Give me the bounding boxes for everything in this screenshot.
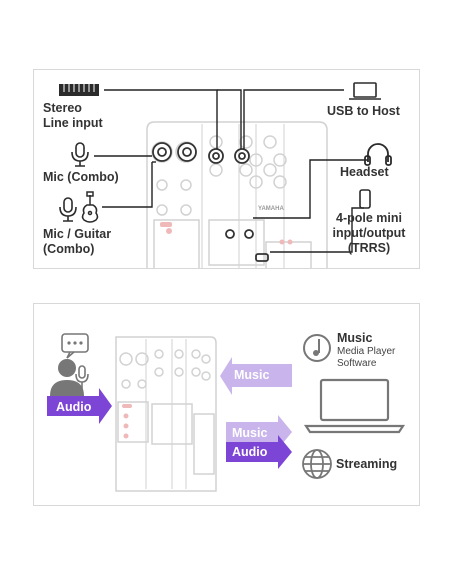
bottom-panel: Audio Music Music Audio Music Media Play…	[33, 303, 420, 506]
globe-icon	[302, 449, 332, 479]
trrs-label: 4-pole mini input/output (TRRS)	[332, 211, 406, 255]
speech-dots	[67, 341, 83, 345]
audio-out-arrow	[226, 435, 292, 469]
microphone-icon	[71, 142, 89, 167]
music-out-label: Music	[232, 426, 268, 440]
speech-bubble-icon	[61, 333, 89, 359]
music-subtitle: Media Player Software	[337, 346, 396, 369]
headset-label: Headset	[340, 165, 389, 179]
audio-in-arrow	[47, 388, 112, 424]
guitar-icon	[81, 191, 99, 223]
usb-to-host-label: USB to Host	[327, 104, 400, 118]
music-title: Music	[337, 331, 373, 345]
laptop-icon-bottom	[303, 378, 406, 434]
mic-combo-label: Mic (Combo)	[43, 170, 119, 184]
bottom-diagram	[47, 333, 406, 492]
audio-out-label: Audio	[232, 445, 268, 459]
microphone-icon-2	[59, 197, 77, 222]
device-brand: YAMAHA	[258, 206, 284, 212]
microphone-stand-icon	[75, 365, 89, 392]
top-panel: Stereo Line input Mic (Combo) Mic / Guit…	[33, 69, 420, 269]
laptop-icon	[349, 82, 381, 100]
mixer-device-bottom	[115, 336, 217, 492]
audio-in-label: Audio	[56, 400, 92, 414]
mixer-red-accents	[160, 222, 293, 245]
mixer-red-accents-bottom	[122, 404, 132, 439]
music-in-arrow	[220, 357, 292, 395]
person-icon	[50, 359, 84, 396]
headset-icon	[364, 143, 392, 166]
top-diagram	[59, 82, 392, 268]
streaming-label: Streaming	[336, 457, 398, 471]
keyboard-icon	[59, 84, 99, 96]
stereo-line-input-label: Stereo Line input	[43, 101, 103, 130]
music-note-icon	[303, 334, 331, 362]
music-in-label: Music	[234, 368, 270, 382]
music-out-arrow	[226, 415, 292, 449]
connection-lines	[94, 89, 368, 253]
jacks-highlight	[152, 142, 269, 262]
mic-guitar-combo-label: Mic / Guitar (Combo)	[43, 227, 112, 256]
smartphone-icon	[359, 189, 371, 209]
mixer-device-top	[146, 121, 328, 268]
